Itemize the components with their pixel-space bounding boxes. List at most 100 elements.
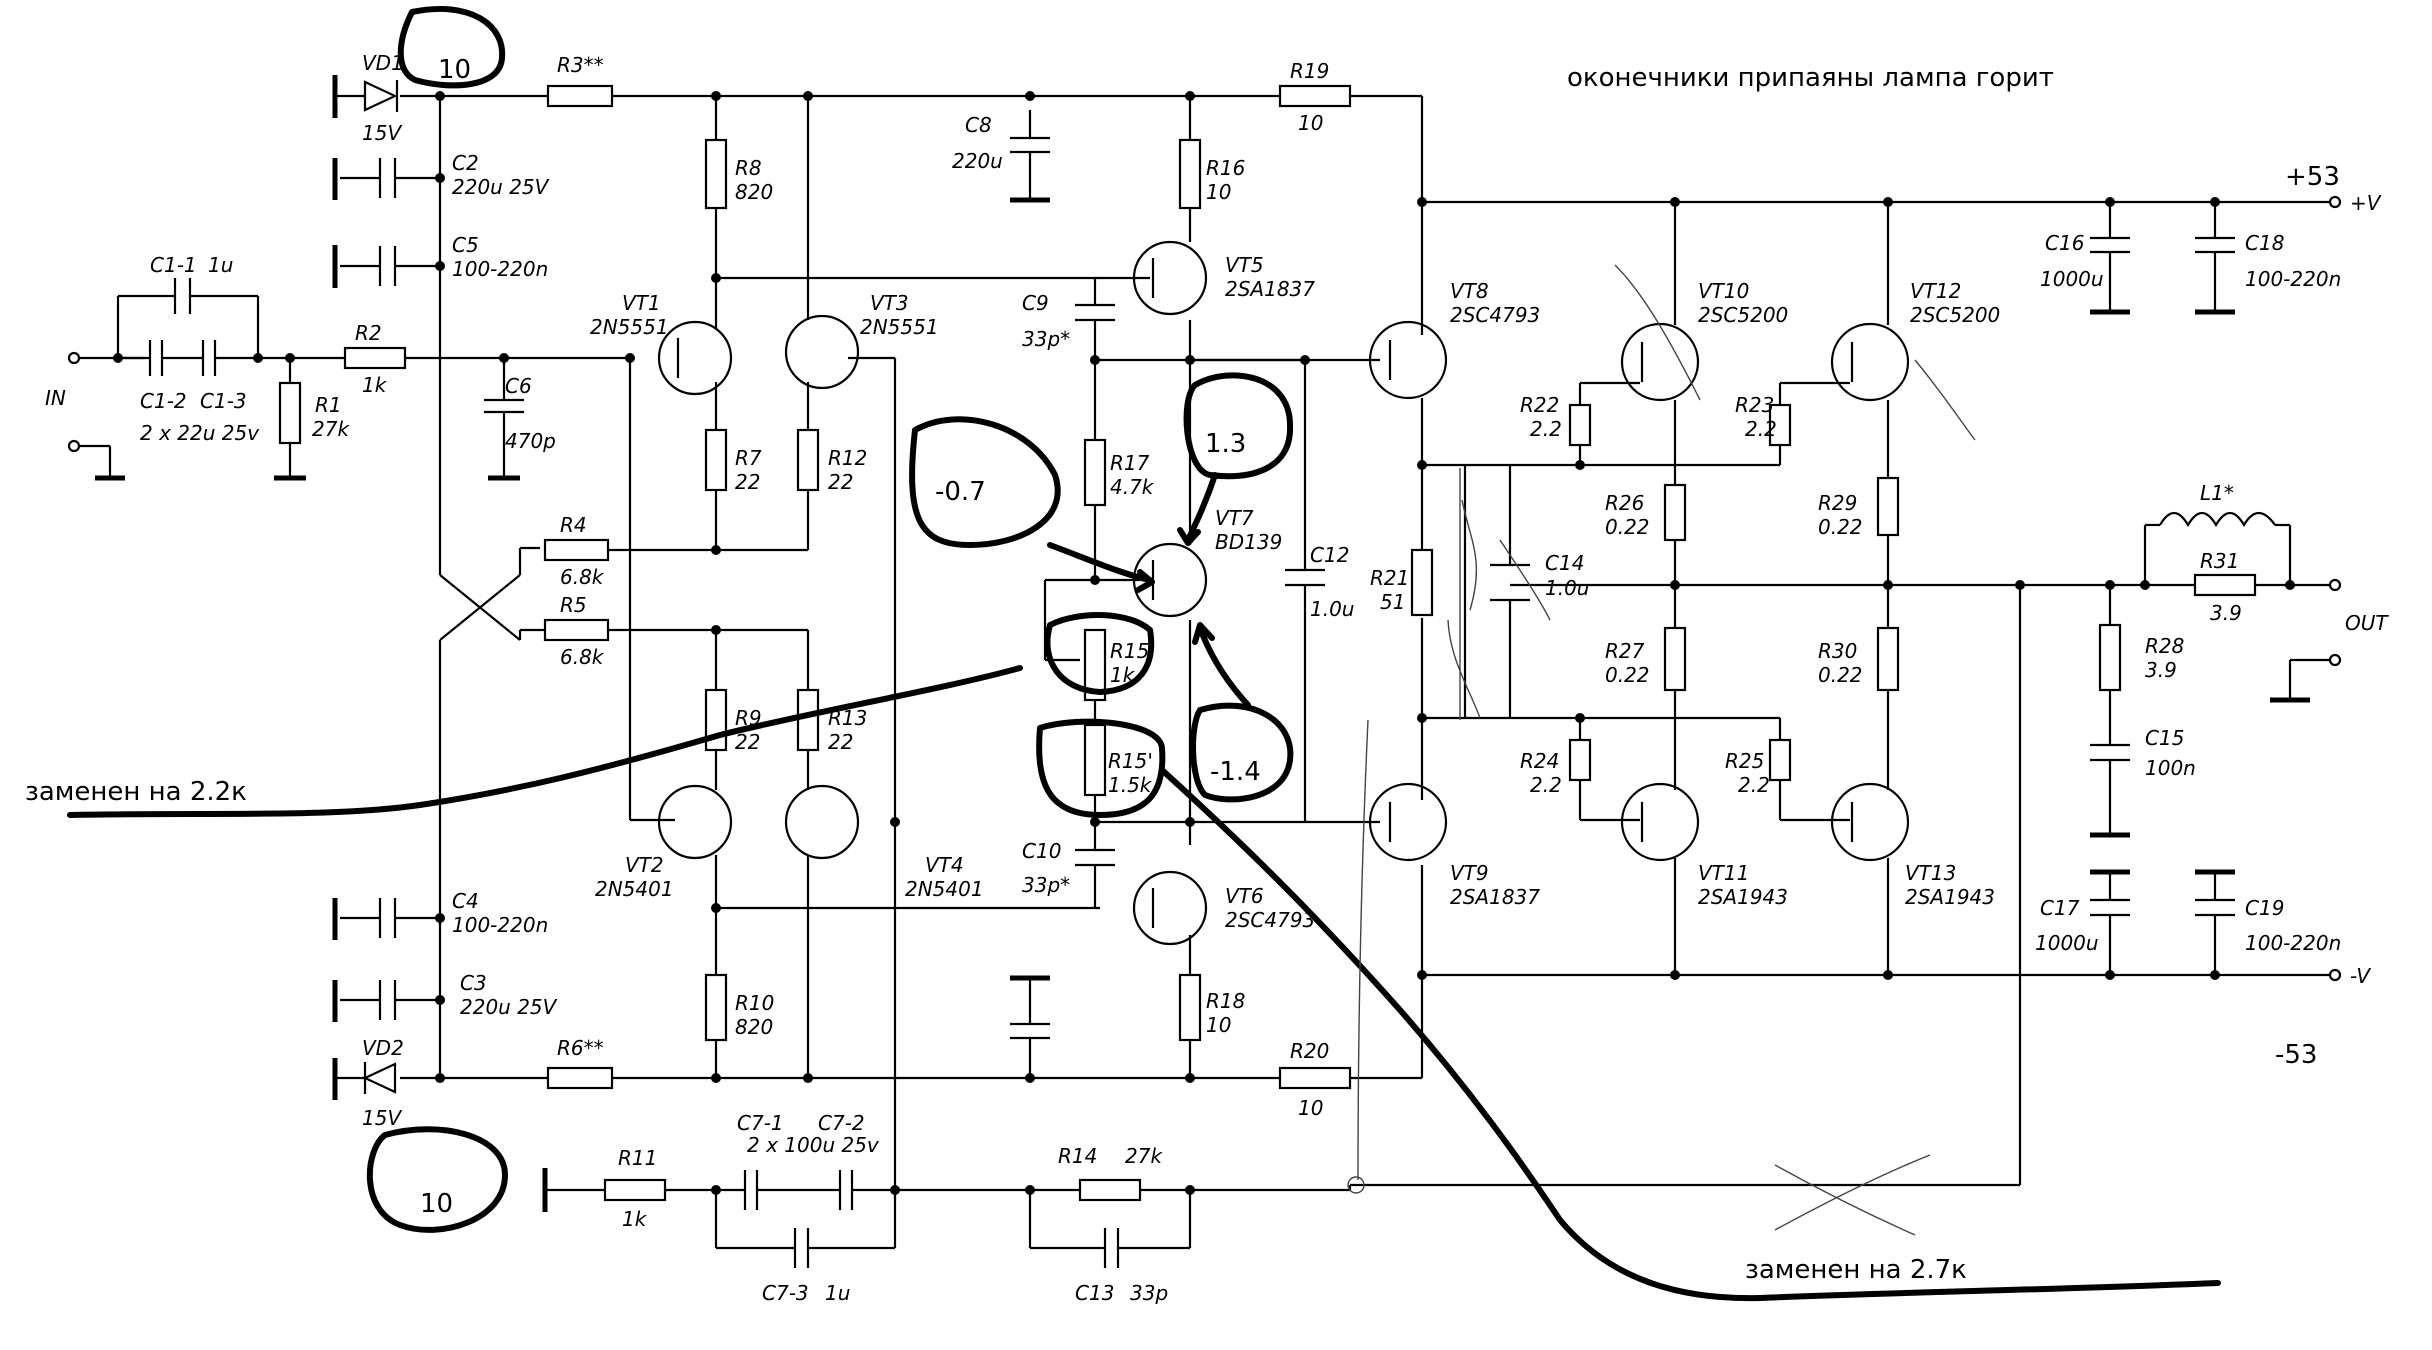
r29-value: 0.22 (1818, 515, 1863, 539)
port-in-label: IN (45, 386, 66, 410)
vt2-symbol (657, 784, 733, 860)
c72-label: C7-2 (818, 1111, 865, 1135)
vt10-symbol (1620, 322, 1700, 402)
r28-label: R28 (2145, 634, 2184, 658)
r11-value: 1k (622, 1207, 648, 1231)
r3-label: R3** (557, 53, 604, 77)
c19-label: C19 (2245, 896, 2284, 920)
r4-value: 6.8k (560, 565, 605, 589)
circle-around-r15 (1044, 611, 1155, 695)
vd1-value: 15V (362, 121, 402, 145)
c13-label: C13 (1075, 1281, 1114, 1305)
r17-label: R17 (1110, 451, 1150, 475)
c19-value: 100-220n (2245, 931, 2341, 955)
vt3-label: VT3 (870, 291, 909, 315)
circle-annotation-m07 (909, 416, 1061, 548)
c4-label: C4 (452, 889, 479, 913)
vd1-label: VD1 (362, 51, 404, 75)
arrow-head-m14 (1192, 622, 1215, 645)
vd2-label: VD2 (362, 1036, 404, 1060)
capacitor-plates (148, 136, 2235, 1268)
c11-value: 1u (208, 253, 233, 277)
replacement-note-1: заменен на 2.2к (25, 777, 247, 807)
c5-value: 100-220n (452, 257, 548, 281)
c7-value: 2 x 100u 25v (747, 1133, 880, 1157)
c17-value: 1000u (2035, 931, 2099, 955)
labels: оконечники припаяны лампа горит +53 -53 … (25, 51, 2389, 1305)
voltage-neg: -53 (2275, 1040, 2317, 1070)
r18-value: 10 (1206, 1013, 1231, 1037)
r16-label: R16 (1206, 156, 1245, 180)
r20-label: R20 (1290, 1039, 1329, 1063)
stroke-repl1 (67, 665, 1023, 818)
r25-label: R25 (1725, 749, 1764, 773)
circle-annotation-13 (1183, 372, 1294, 480)
c10-value: 33p* (1022, 873, 1070, 897)
r12-value: 22 (828, 470, 853, 494)
r19-label: R19 (1290, 59, 1329, 83)
voltage-m14: -1.4 (1210, 757, 1261, 787)
diodes (335, 80, 399, 1094)
c12-value: 1.0u (1310, 597, 1354, 621)
vt4-type: 2N5401 (905, 877, 984, 901)
r12-label: R12 (828, 446, 867, 470)
vt6-label: VT6 (1225, 884, 1264, 908)
c15-label: C15 (2145, 726, 2184, 750)
vt12-type: 2SC5200 (1910, 303, 2000, 327)
vt2-label: VT2 (625, 853, 664, 877)
vt9-symbol (1368, 782, 1448, 862)
r20-value: 10 (1298, 1096, 1323, 1120)
r15-value: 1k (1110, 663, 1136, 687)
vt1-type: 2N5551 (590, 315, 669, 339)
c3-value: 220u 25V (460, 995, 558, 1019)
r14-label: R14 (1058, 1144, 1097, 1168)
r23-label: R23 (1735, 393, 1774, 417)
r1-value: 27k (312, 417, 350, 441)
r18-label: R18 (1206, 989, 1245, 1013)
top-note: оконечники припаяны лампа горит (1567, 63, 2054, 93)
vd2-value: 15V (362, 1106, 402, 1130)
c12-label: C12 (1310, 543, 1349, 567)
vt7-type: BD139 (1215, 530, 1282, 554)
c12-label: C1-2 (140, 389, 187, 413)
r13-value: 22 (828, 730, 853, 754)
r2-value: 1k (362, 373, 388, 397)
voltage-pos: +53 (2285, 162, 2340, 192)
r7-value: 22 (735, 470, 760, 494)
r13-label: R13 (828, 706, 867, 730)
c5-label: C5 (452, 233, 479, 257)
voltage-m07: -0.7 (935, 477, 986, 507)
c11-label: C1-1 (150, 253, 197, 277)
circle-annotation-m14 (1190, 702, 1294, 803)
c13-value: 33p (1130, 1281, 1168, 1305)
r14-value: 27k (1125, 1144, 1163, 1168)
vt13-symbol (1830, 782, 1910, 862)
circle-around-r15b (1036, 718, 1166, 818)
r27-value: 0.22 (1605, 663, 1650, 687)
r15-label: R15 (1110, 639, 1149, 663)
transistors (657, 240, 1910, 946)
c8-value: 220u (952, 149, 1003, 173)
c13-label: C1-3 (200, 389, 247, 413)
replacement-note-2: заменен на 2.7к (1745, 1255, 1967, 1285)
r9-label: R9 (735, 706, 762, 730)
junction-dots (113, 91, 2295, 1195)
c9-value: 33p* (1022, 327, 1070, 351)
r15b-value: 1.5k (1108, 773, 1153, 797)
r22-value: 2.2 (1530, 417, 1562, 441)
c18-label: C18 (2245, 231, 2284, 255)
c3-label: C3 (460, 971, 487, 995)
vt1-label: VT1 (622, 291, 661, 315)
c18-value: 100-220n (2245, 267, 2341, 291)
vt3-symbol (784, 314, 860, 390)
pencil-marks (1347, 264, 1976, 1236)
r25-value: 2.2 (1738, 773, 1770, 797)
r2-label: R2 (355, 321, 382, 345)
r31-value: 3.9 (2210, 601, 2242, 625)
c4-value: 100-220n (452, 913, 548, 937)
r30-value: 0.22 (1818, 663, 1863, 687)
r5-value: 6.8k (560, 645, 605, 669)
r16-value: 10 (1206, 180, 1231, 204)
